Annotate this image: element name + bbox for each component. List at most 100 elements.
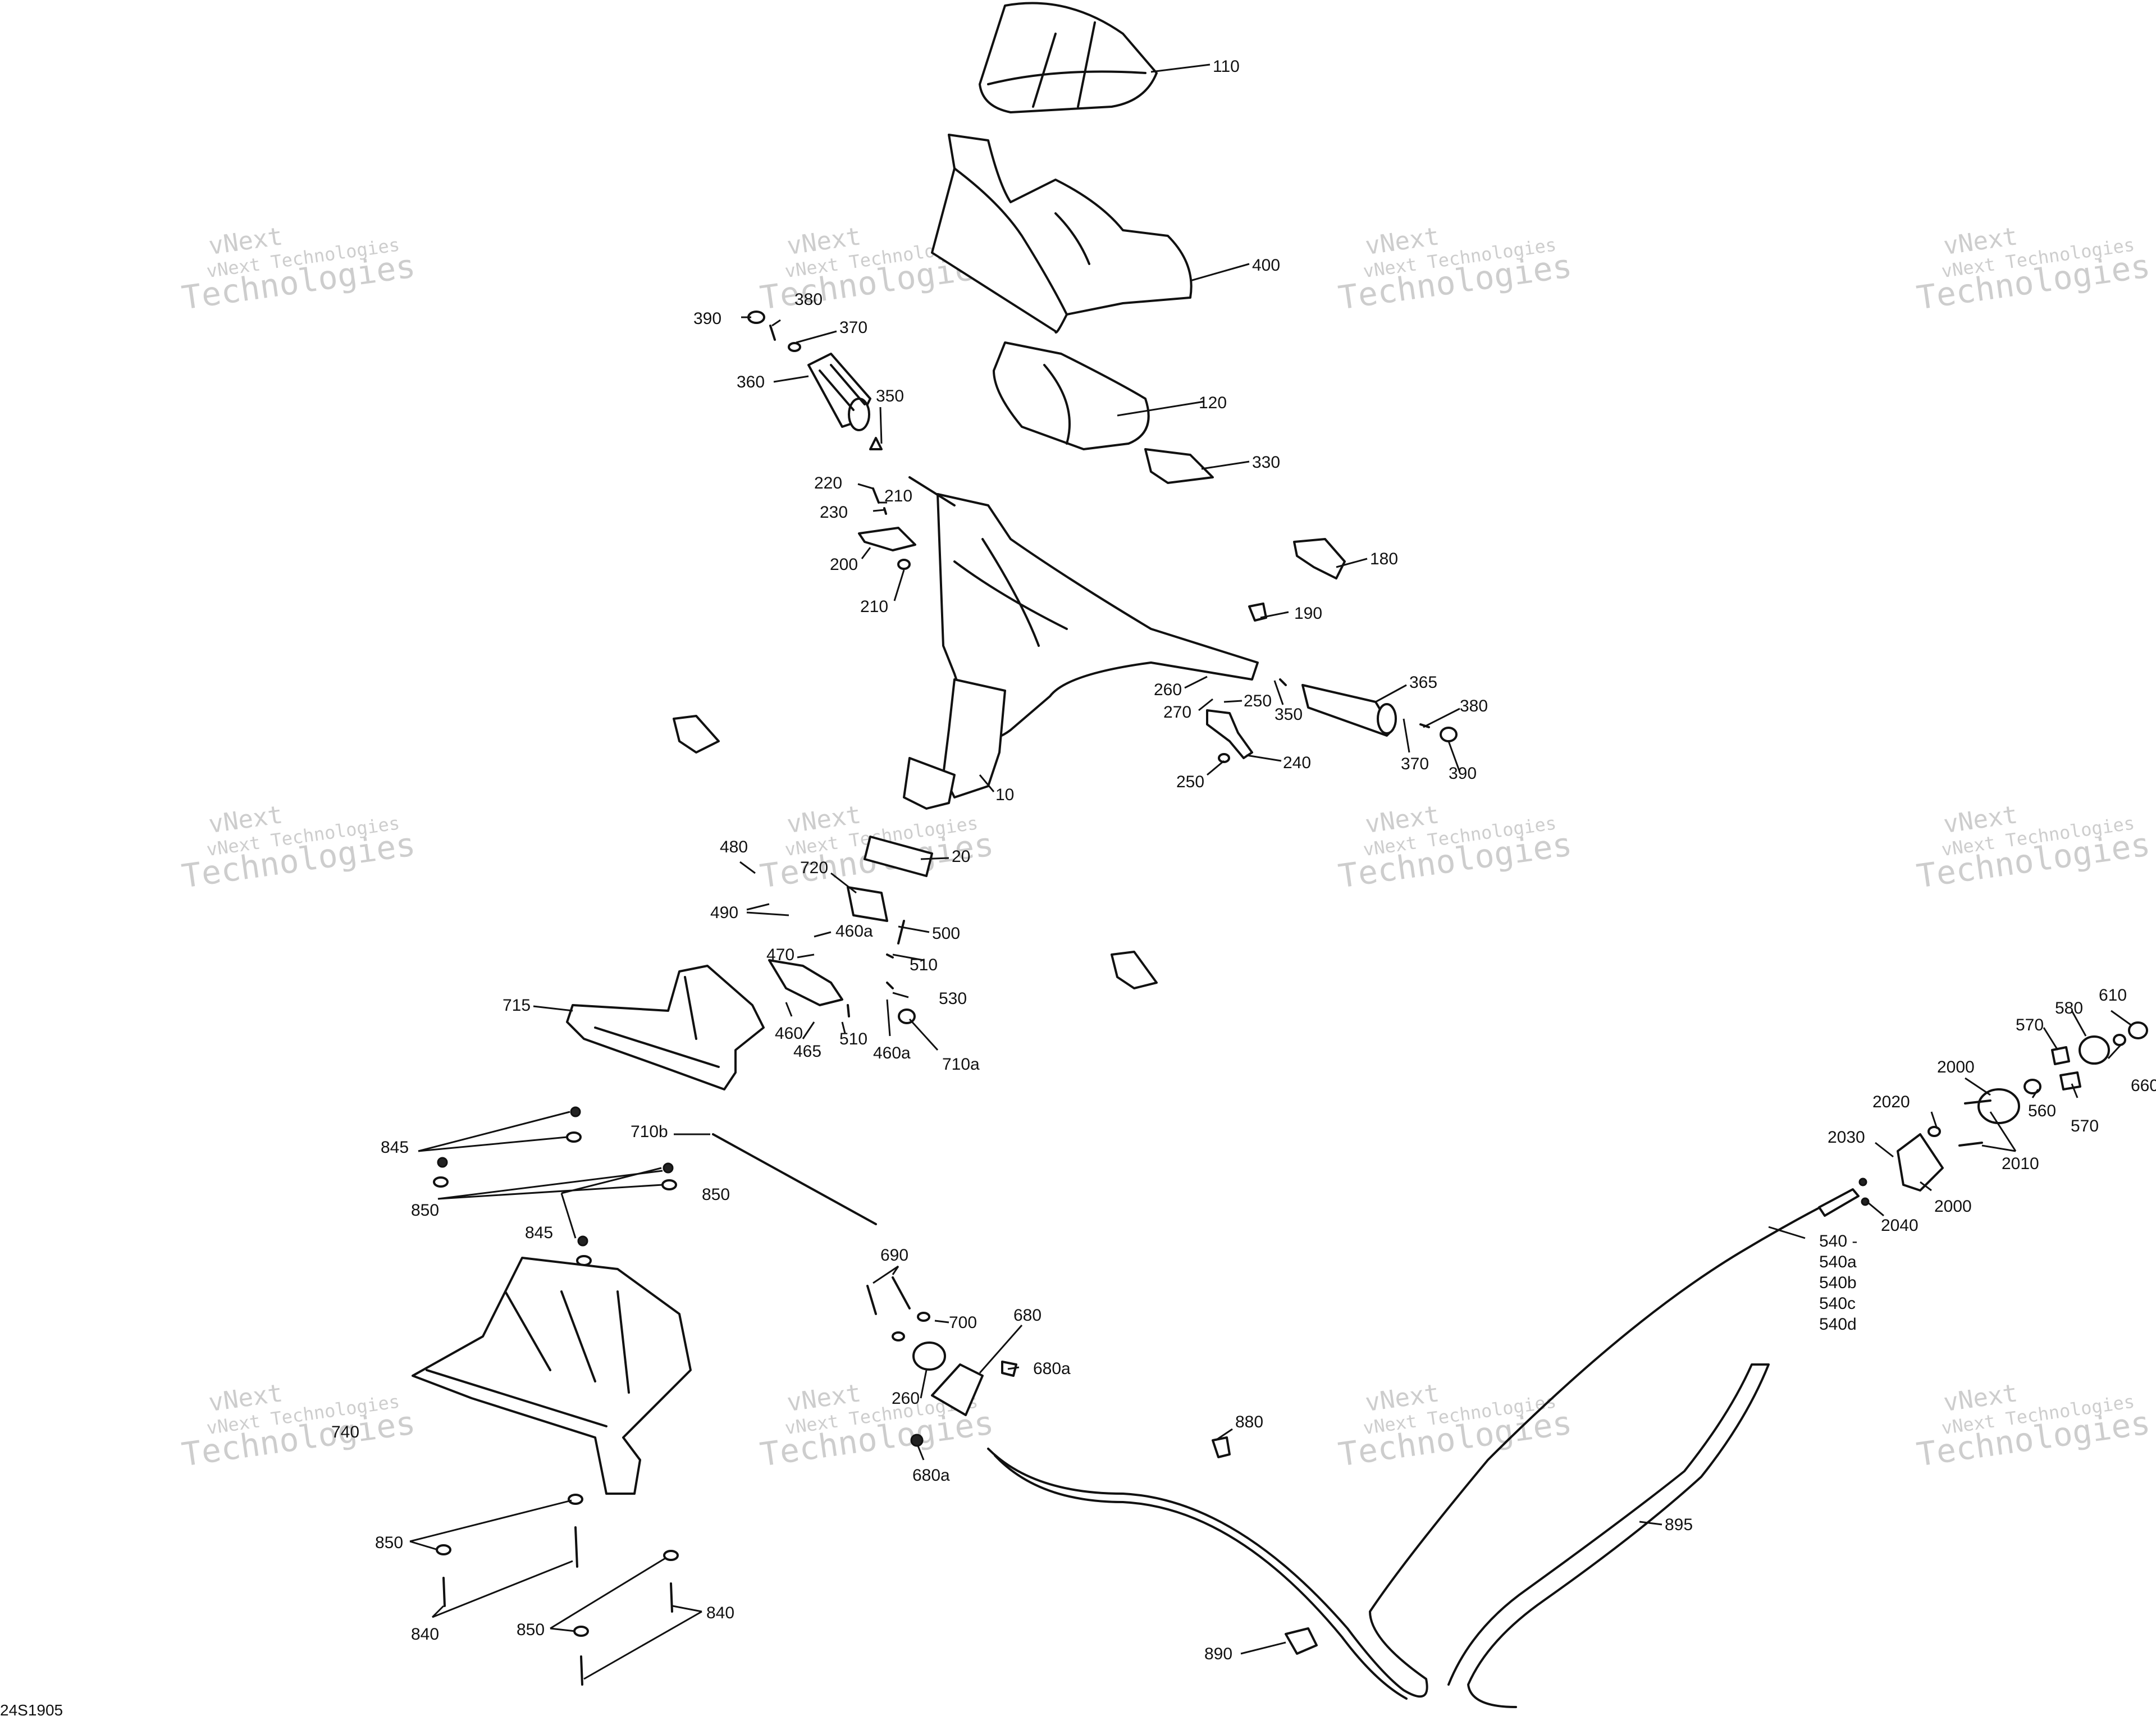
callout-380: 380 <box>794 290 823 309</box>
callout-500: 500 <box>932 924 960 943</box>
callout-330: 330 <box>1252 453 1280 472</box>
callout-20: 20 <box>952 847 970 866</box>
callout-360: 360 <box>737 373 765 391</box>
callout-510-b: 510 <box>839 1030 867 1048</box>
callout-540c: 540c <box>1819 1294 1856 1313</box>
callout-660: 660 <box>2131 1076 2156 1095</box>
callout-680a-b: 680a <box>912 1466 950 1485</box>
callout-250: 250 <box>1244 692 1272 710</box>
callout-260-b: 260 <box>892 1389 920 1408</box>
callout-2030: 2030 <box>1828 1128 1865 1147</box>
part-right-assembly <box>1858 1021 2148 1206</box>
watermark: vNext vNext Technologies Technologies <box>180 222 418 317</box>
callout-2040: 2040 <box>1881 1216 1919 1235</box>
part-clip-880 <box>1212 1436 1231 1458</box>
callout-400: 400 <box>1252 256 1280 275</box>
callout-540a: 540a <box>1819 1253 1857 1271</box>
callout-710b: 710b <box>631 1122 668 1141</box>
part-lower-cover <box>993 341 1150 450</box>
callout-540d: 540d <box>1819 1315 1857 1334</box>
callout-840: 840 <box>411 1625 439 1644</box>
callout-850-d: 850 <box>517 1621 545 1639</box>
part-washers <box>433 1106 677 1266</box>
watermark: vNext vNext Technologies Technologies <box>1336 1379 1574 1473</box>
watermark: vNext vNext Technologies Technologies <box>758 222 996 317</box>
part-screws-840 <box>436 1494 679 1686</box>
callout-580: 580 <box>2055 999 2083 1017</box>
callout-530: 530 <box>939 989 967 1008</box>
watermark: vNext vNext Technologies Technologies <box>1915 222 2153 317</box>
callout-610: 610 <box>2099 986 2127 1005</box>
callout-890: 890 <box>1204 1645 1232 1663</box>
callout-895: 895 <box>1665 1516 1693 1534</box>
callout-560: 560 <box>2028 1102 2056 1120</box>
part-switch-180 <box>1293 538 1346 579</box>
callout-260: 260 <box>1154 681 1182 699</box>
callout-480: 480 <box>720 838 748 856</box>
callout-180: 180 <box>1370 550 1398 568</box>
part-cable-bracket <box>866 1276 1017 1447</box>
callout-510: 510 <box>910 956 938 974</box>
part-lever-200 <box>858 487 916 570</box>
part-mount-460 <box>768 959 916 1024</box>
leader-lines <box>409 63 2131 1680</box>
callout-390: 390 <box>693 309 721 328</box>
part-clip-190 <box>1248 603 1267 622</box>
callout-460a: 460a <box>835 922 873 941</box>
part-handlebar-assembly <box>903 476 1259 810</box>
part-cap-890 <box>1285 1627 1318 1655</box>
callout-570-b: 570 <box>2071 1117 2099 1135</box>
callout-380-b: 380 <box>1460 697 1488 715</box>
callout-740: 740 <box>331 1423 359 1441</box>
callout-845: 845 <box>381 1138 409 1157</box>
drawing-id: 24S1905 <box>0 1701 63 1719</box>
callout-540: 540 - <box>1819 1232 1857 1251</box>
callout-840-b: 840 <box>706 1604 734 1622</box>
callout-labels: 110 400 390 380 370 360 350 120 330 220 … <box>331 57 2156 1663</box>
callout-465: 465 <box>793 1042 821 1061</box>
callout-350: 350 <box>876 387 904 405</box>
part-handlebar-cover <box>931 134 1193 334</box>
part-rod-710b <box>712 1133 877 1225</box>
callout-10: 10 <box>995 786 1014 804</box>
watermark: vNext vNext Technologies Technologies <box>1915 800 2153 895</box>
callout-2010: 2010 <box>2002 1154 2039 1173</box>
callout-200: 200 <box>830 555 858 574</box>
callout-220: 220 <box>814 474 842 492</box>
part-loose-blocks <box>673 715 1158 989</box>
watermark: vNext vNext Technologies Technologies <box>180 1379 418 1473</box>
part-cable-540 <box>987 1188 1860 1700</box>
callout-110: 110 <box>1213 57 1240 76</box>
watermark: vNext vNext Technologies Technologies <box>1915 1379 2153 1473</box>
callout-350-b: 350 <box>1275 705 1303 724</box>
callout-120: 120 <box>1199 394 1227 412</box>
part-housing-740 <box>412 1257 692 1495</box>
part-grip-left <box>807 353 871 431</box>
callout-190: 190 <box>1294 604 1322 623</box>
callout-460: 460 <box>775 1024 803 1043</box>
callout-710a: 710a <box>942 1055 980 1074</box>
callout-540b: 540b <box>1819 1274 1857 1292</box>
callout-470: 470 <box>766 946 794 964</box>
part-switch-330 <box>1144 448 1214 484</box>
callout-720: 720 <box>800 859 828 877</box>
callout-850-b: 850 <box>702 1185 730 1204</box>
callout-2000: 2000 <box>1937 1058 1975 1076</box>
callout-850-c: 850 <box>375 1534 403 1552</box>
part-deflector-715 <box>566 965 765 1090</box>
callout-230: 230 <box>820 503 848 522</box>
callout-250-b: 250 <box>1176 773 1204 791</box>
callout-210: 210 <box>884 487 912 505</box>
parts-layer <box>412 2 2148 1708</box>
callout-715: 715 <box>503 996 531 1015</box>
part-tube-895 <box>1447 1363 1770 1708</box>
watermark: vNext vNext Technologies Technologies <box>180 800 418 895</box>
callout-490: 490 <box>710 903 738 922</box>
callout-850: 850 <box>411 1201 439 1220</box>
callout-845-b: 845 <box>525 1224 553 1242</box>
callout-365: 365 <box>1409 673 1437 692</box>
part-lever-240 <box>1206 709 1253 763</box>
callout-680: 680 <box>1013 1306 1042 1325</box>
callout-370-b: 370 <box>1401 755 1429 773</box>
